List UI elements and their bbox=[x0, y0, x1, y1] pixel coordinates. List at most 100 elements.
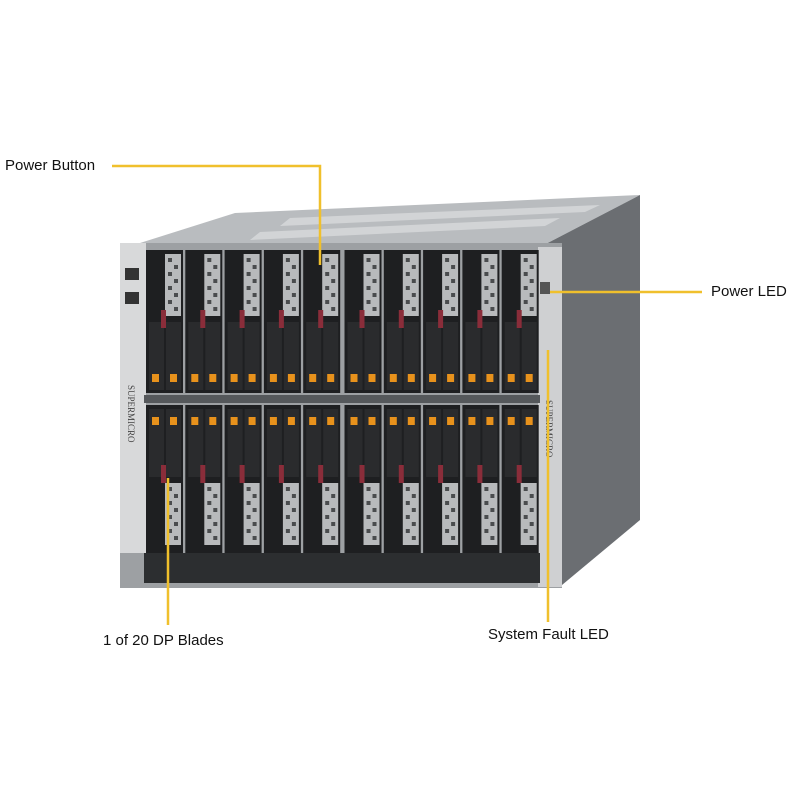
drive-latch bbox=[327, 417, 335, 425]
drive-bay bbox=[266, 409, 282, 477]
drive-bay bbox=[283, 409, 299, 477]
drive-bay bbox=[188, 322, 204, 390]
blade-handle bbox=[318, 465, 324, 483]
blade[interactable] bbox=[383, 250, 421, 393]
drive-bay bbox=[347, 409, 363, 477]
drive-bay bbox=[443, 409, 459, 477]
drive-latch bbox=[209, 417, 217, 425]
blade[interactable] bbox=[146, 405, 183, 553]
drive-bay bbox=[465, 409, 481, 477]
drive-bay bbox=[166, 409, 181, 477]
drive-bay bbox=[283, 322, 299, 390]
blade-vent bbox=[363, 483, 380, 545]
drive-latch bbox=[368, 417, 376, 425]
blade-handle bbox=[200, 310, 206, 328]
drive-latch bbox=[170, 417, 177, 425]
blade[interactable] bbox=[383, 405, 421, 553]
blade-handle bbox=[278, 465, 284, 483]
drive-latch bbox=[269, 374, 277, 382]
blade-vent bbox=[402, 483, 419, 545]
drive-latch bbox=[447, 417, 455, 425]
drive-bay bbox=[364, 409, 380, 477]
drive-latch bbox=[429, 417, 437, 425]
drive-bay bbox=[504, 409, 520, 477]
blade-vent bbox=[442, 483, 459, 545]
blade-handle bbox=[398, 310, 404, 328]
blade-handle bbox=[200, 465, 206, 483]
blade[interactable] bbox=[146, 250, 183, 393]
drive-bay bbox=[323, 409, 339, 477]
drive-latch bbox=[309, 417, 317, 425]
drive-bay bbox=[149, 409, 164, 477]
power-button-label: Power Button bbox=[5, 157, 96, 174]
drive-latch bbox=[525, 417, 533, 425]
blade[interactable] bbox=[344, 405, 382, 553]
blade-handle bbox=[239, 310, 245, 328]
power-led-label: Power LED bbox=[711, 283, 787, 300]
blade[interactable] bbox=[185, 250, 223, 393]
blade[interactable] bbox=[224, 250, 262, 393]
blade-handle bbox=[359, 310, 365, 328]
drive-latch bbox=[407, 417, 415, 425]
blade-handle bbox=[477, 465, 483, 483]
blade-handle bbox=[161, 310, 166, 328]
blade-handle bbox=[438, 465, 444, 483]
blade[interactable] bbox=[344, 250, 382, 393]
drive-latch bbox=[191, 417, 199, 425]
power-led bbox=[540, 282, 550, 294]
drive-bay bbox=[188, 409, 204, 477]
network-port bbox=[125, 268, 139, 280]
drive-latch bbox=[287, 417, 295, 425]
drive-bay bbox=[323, 322, 339, 390]
drive-latch bbox=[287, 374, 295, 382]
blade-handle bbox=[438, 310, 444, 328]
drive-latch bbox=[468, 417, 476, 425]
blade-label: 1 of 20 DP Blades bbox=[103, 632, 224, 649]
drive-bay bbox=[166, 322, 181, 390]
drive-latch bbox=[407, 374, 415, 382]
blade-vent bbox=[481, 483, 498, 545]
blade-handle bbox=[477, 310, 483, 328]
blade[interactable] bbox=[263, 405, 301, 553]
blade-handle bbox=[398, 465, 404, 483]
drive-latch bbox=[230, 417, 238, 425]
drive-bay bbox=[482, 322, 498, 390]
blade-vent bbox=[442, 254, 459, 316]
blade[interactable] bbox=[185, 405, 223, 553]
blade[interactable] bbox=[462, 405, 500, 553]
drive-latch bbox=[486, 374, 494, 382]
network-port bbox=[125, 292, 139, 304]
blade[interactable] bbox=[501, 250, 539, 393]
drive-latch bbox=[447, 374, 455, 382]
blade[interactable] bbox=[462, 250, 500, 393]
drive-latch bbox=[507, 417, 515, 425]
drive-latch bbox=[248, 374, 256, 382]
blade[interactable] bbox=[303, 250, 341, 393]
drive-bay bbox=[504, 322, 520, 390]
blade[interactable] bbox=[423, 250, 461, 393]
drive-latch bbox=[350, 417, 358, 425]
blade[interactable] bbox=[501, 405, 539, 553]
drive-latch bbox=[170, 374, 177, 382]
blade-handle bbox=[278, 310, 284, 328]
blade[interactable] bbox=[224, 405, 262, 553]
blade-handle bbox=[239, 465, 245, 483]
drive-latch bbox=[152, 374, 159, 382]
drive-latch bbox=[230, 374, 238, 382]
drive-latch bbox=[209, 374, 217, 382]
blade-vent bbox=[363, 254, 380, 316]
drive-bay bbox=[364, 322, 380, 390]
drive-latch bbox=[486, 417, 494, 425]
blade-vent bbox=[481, 254, 498, 316]
drive-bay bbox=[244, 322, 260, 390]
blade[interactable] bbox=[263, 250, 301, 393]
blade[interactable] bbox=[423, 405, 461, 553]
blade-handle bbox=[318, 310, 324, 328]
blade[interactable] bbox=[303, 405, 341, 553]
blade-vent bbox=[204, 483, 221, 545]
drive-bay bbox=[266, 322, 282, 390]
drive-bay bbox=[306, 322, 322, 390]
drive-latch bbox=[389, 374, 397, 382]
drive-latch bbox=[525, 374, 533, 382]
drive-latch bbox=[389, 417, 397, 425]
